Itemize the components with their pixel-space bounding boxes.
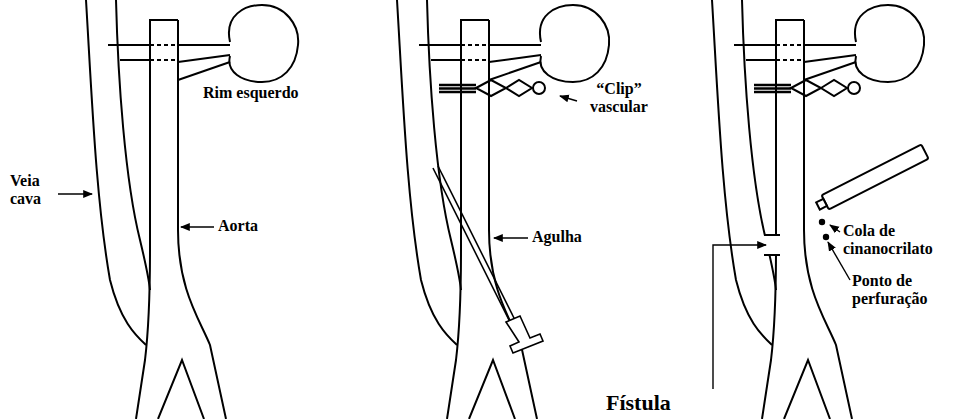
anatomy-label: “Clip” vascular: [578, 80, 660, 117]
anatomy-label: Ponto de perfuração: [852, 272, 964, 309]
anatomy-label: Rim esquerdo: [203, 84, 299, 102]
anatomy-label: Cola de cinanocrilato: [843, 222, 955, 259]
anatomy-label: Aorta: [218, 217, 258, 235]
anatomy-label: Veia cava: [10, 172, 56, 209]
anatomy-label: Agulha: [532, 228, 582, 246]
anatomy-label: Fístula: [606, 390, 671, 415]
